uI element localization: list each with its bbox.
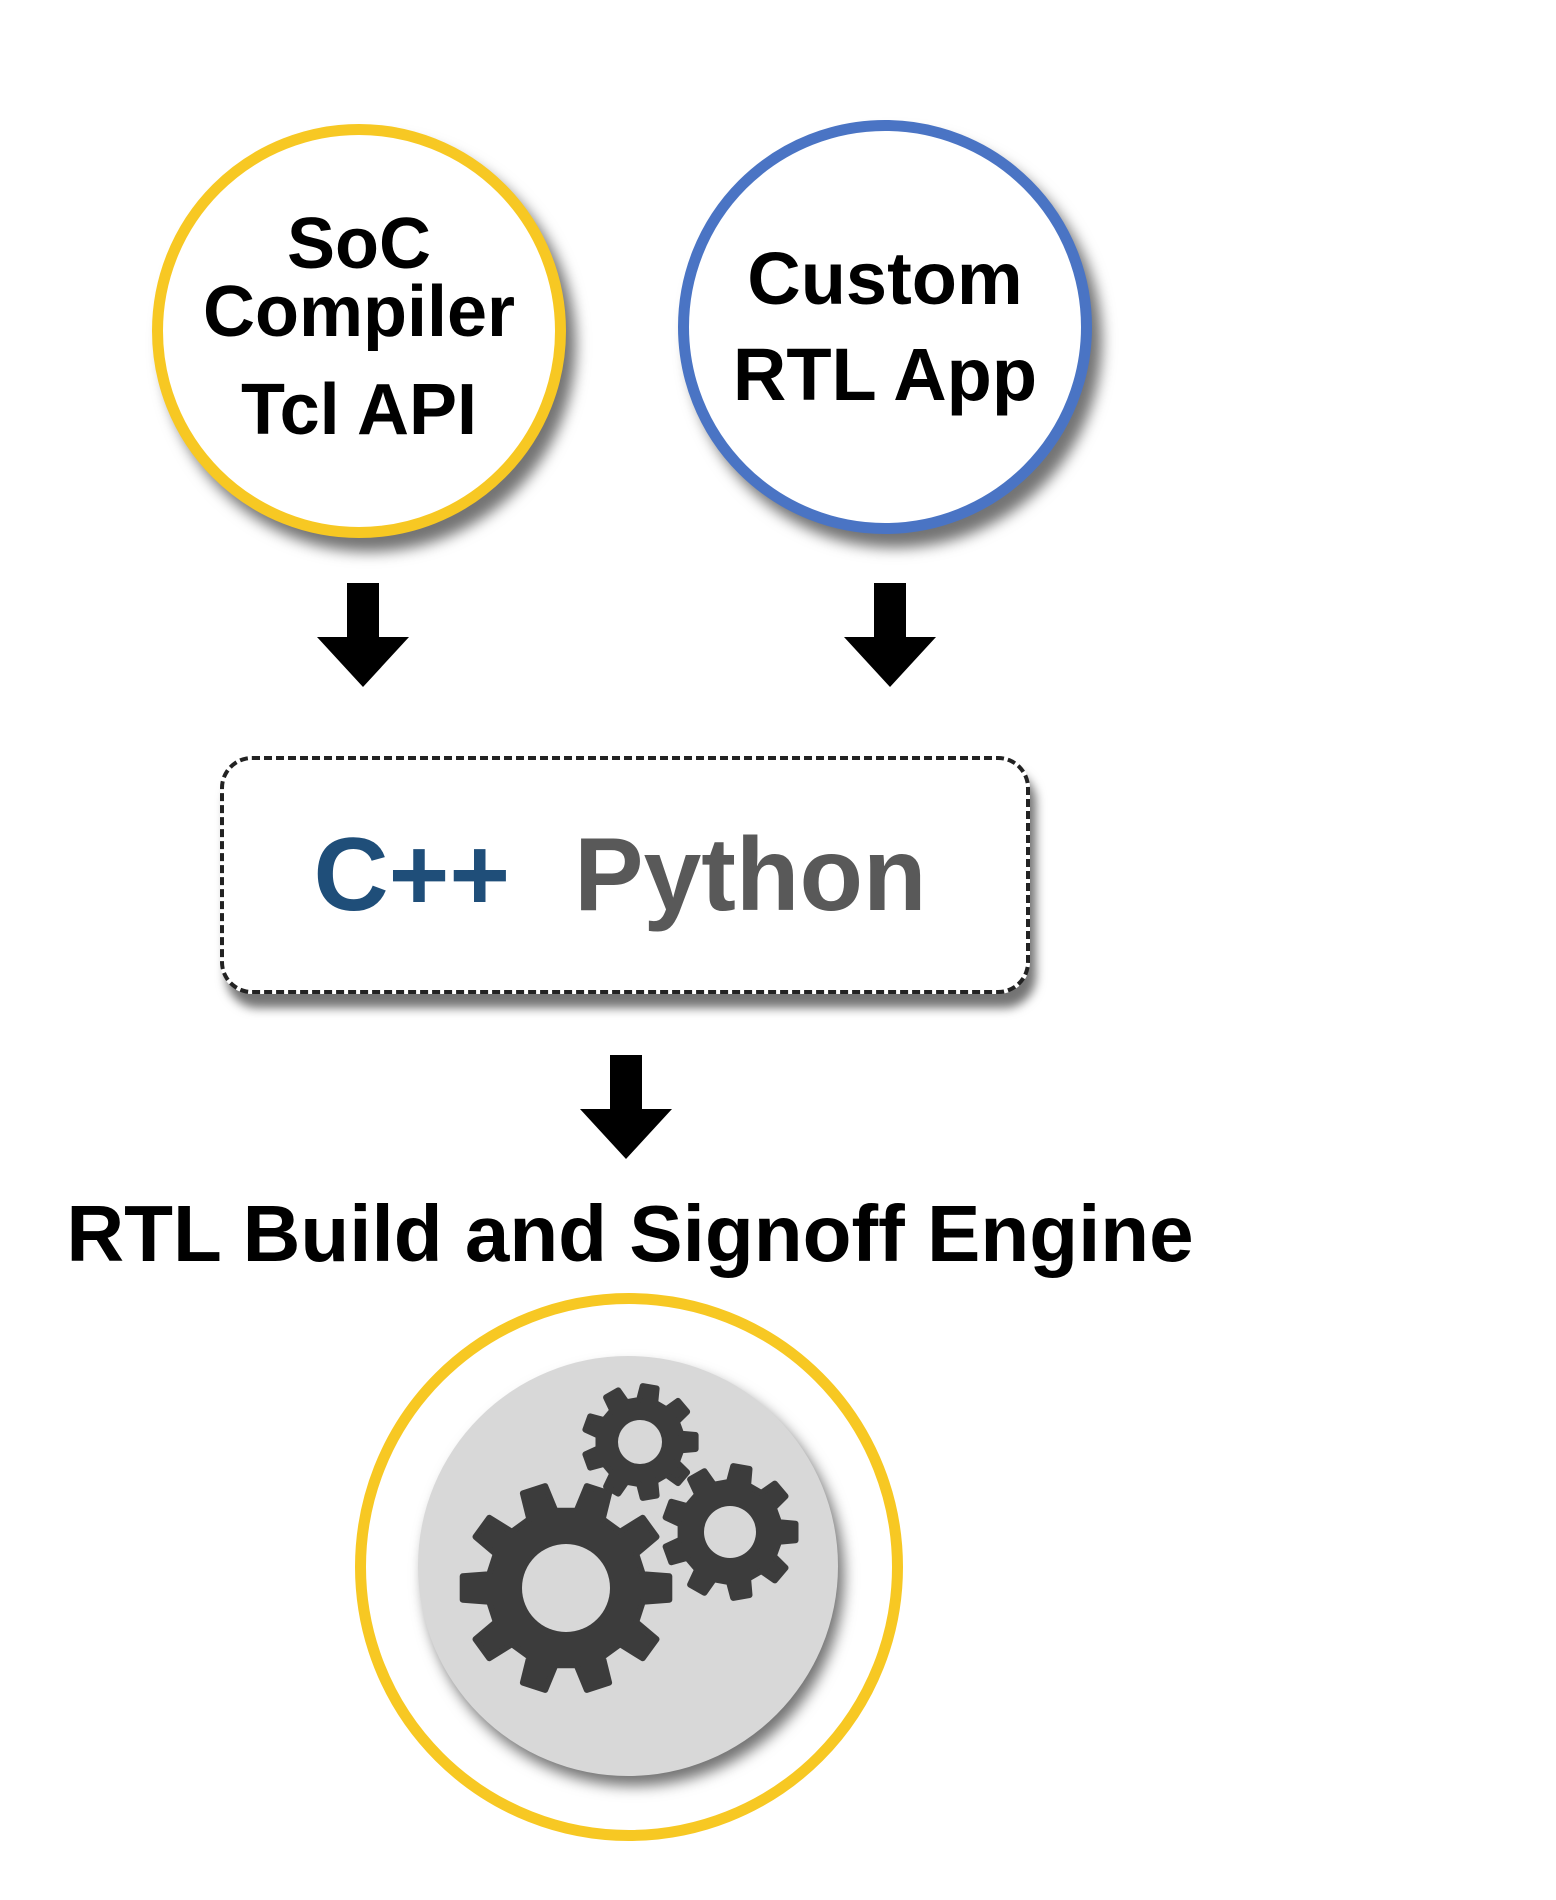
custom-rtl-app-label-line-2: RTL App [732, 333, 1038, 416]
soc-compiler-tcl-api-node: SoC Compiler Tcl API [152, 124, 566, 538]
down-arrow-icon [317, 583, 409, 687]
language-box: C++ Python [220, 756, 1030, 994]
soc-compiler-label-line-2: Compiler [202, 272, 516, 352]
engine-title: RTL Build and Signoff Engine [66, 1189, 1194, 1278]
gears-icon [459, 1383, 799, 1693]
custom-rtl-app-label: Custom RTL App [733, 242, 1037, 412]
soc-compiler-label: SoC Compiler Tcl API [202, 208, 516, 450]
soc-compiler-label-line-1: SoC [286, 204, 431, 284]
small-gear-right-icon [662, 1463, 799, 1601]
large-gear-icon [459, 1483, 673, 1693]
down-arrow-icon [580, 1055, 672, 1159]
python-label: Python [574, 816, 927, 933]
down-arrow-icon [844, 583, 936, 687]
cpp-label: C++ [313, 816, 511, 933]
small-gear-top-icon [582, 1383, 699, 1501]
custom-rtl-app-label-line-1: Custom [747, 237, 1023, 320]
custom-rtl-app-node: Custom RTL App [678, 120, 1092, 534]
soc-compiler-label-line-3: Tcl API [240, 370, 478, 450]
